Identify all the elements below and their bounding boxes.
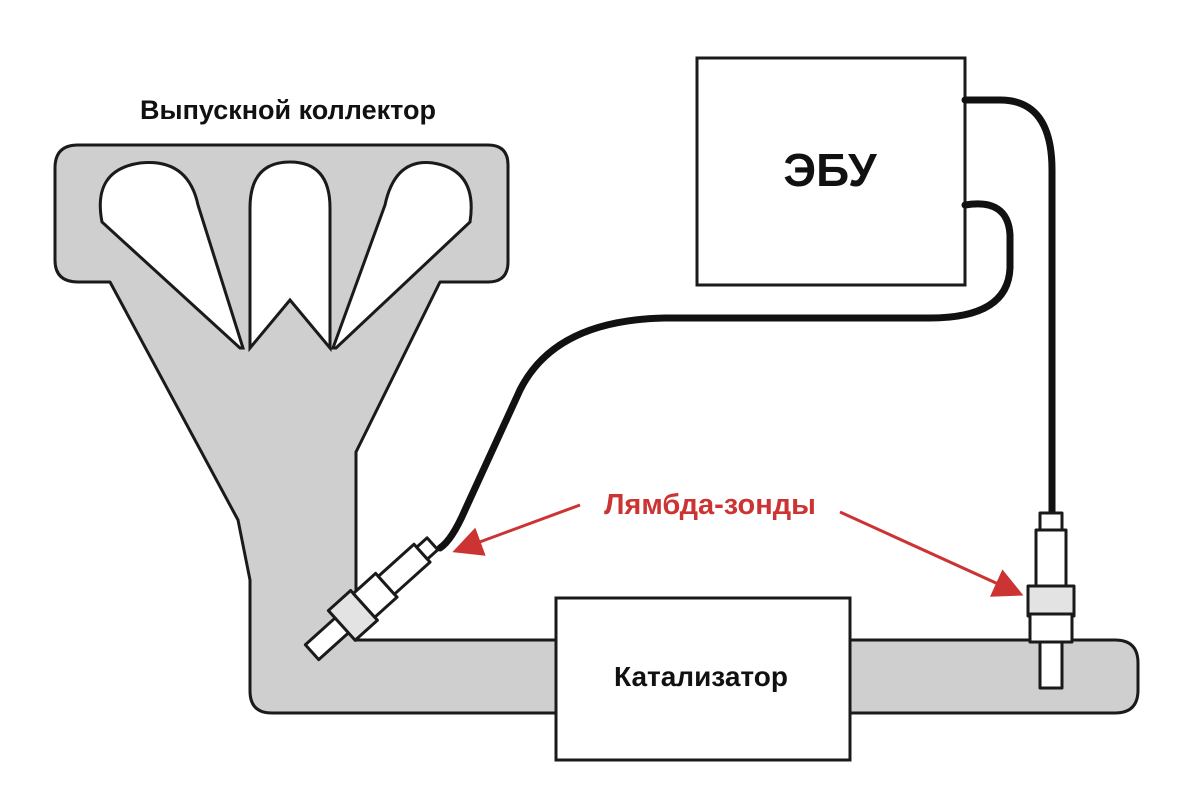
sensor-downstream-tip <box>1038 640 1064 690</box>
lambda-sensor-downstream <box>1026 511 1076 690</box>
arrow-to-downstream-sensor <box>839 510 1024 597</box>
catalyst-label: Катализатор <box>614 661 788 692</box>
sensor-upstream-cap <box>415 536 440 561</box>
manifold-port-left <box>98 161 246 350</box>
catalyst-box <box>554 596 852 762</box>
exhaust-manifold <box>53 143 1140 715</box>
arrow-to-upstream-sensor <box>452 503 581 556</box>
manifold-port-center <box>248 160 332 353</box>
catalytic-converter <box>554 596 852 762</box>
ecu-box <box>695 56 967 287</box>
cable-downstream-sensor <box>961 96 1056 519</box>
ecu-unit <box>695 56 967 287</box>
cable-upstream-sensor <box>436 200 1014 552</box>
sensor-downstream-sleeve <box>1034 528 1068 588</box>
lambda-sensor-upstream <box>303 536 440 662</box>
sensors-label: Лямбда-зонды <box>604 489 816 521</box>
sensor-downstream-cap <box>1038 511 1064 533</box>
manifold-label: Выпускной коллектор <box>140 95 436 125</box>
manifold-port-right <box>330 161 473 350</box>
ecu-label: ЭБУ <box>783 144 878 196</box>
sensor-downstream-body <box>1028 612 1074 644</box>
sensor-downstream-nut <box>1026 584 1076 618</box>
